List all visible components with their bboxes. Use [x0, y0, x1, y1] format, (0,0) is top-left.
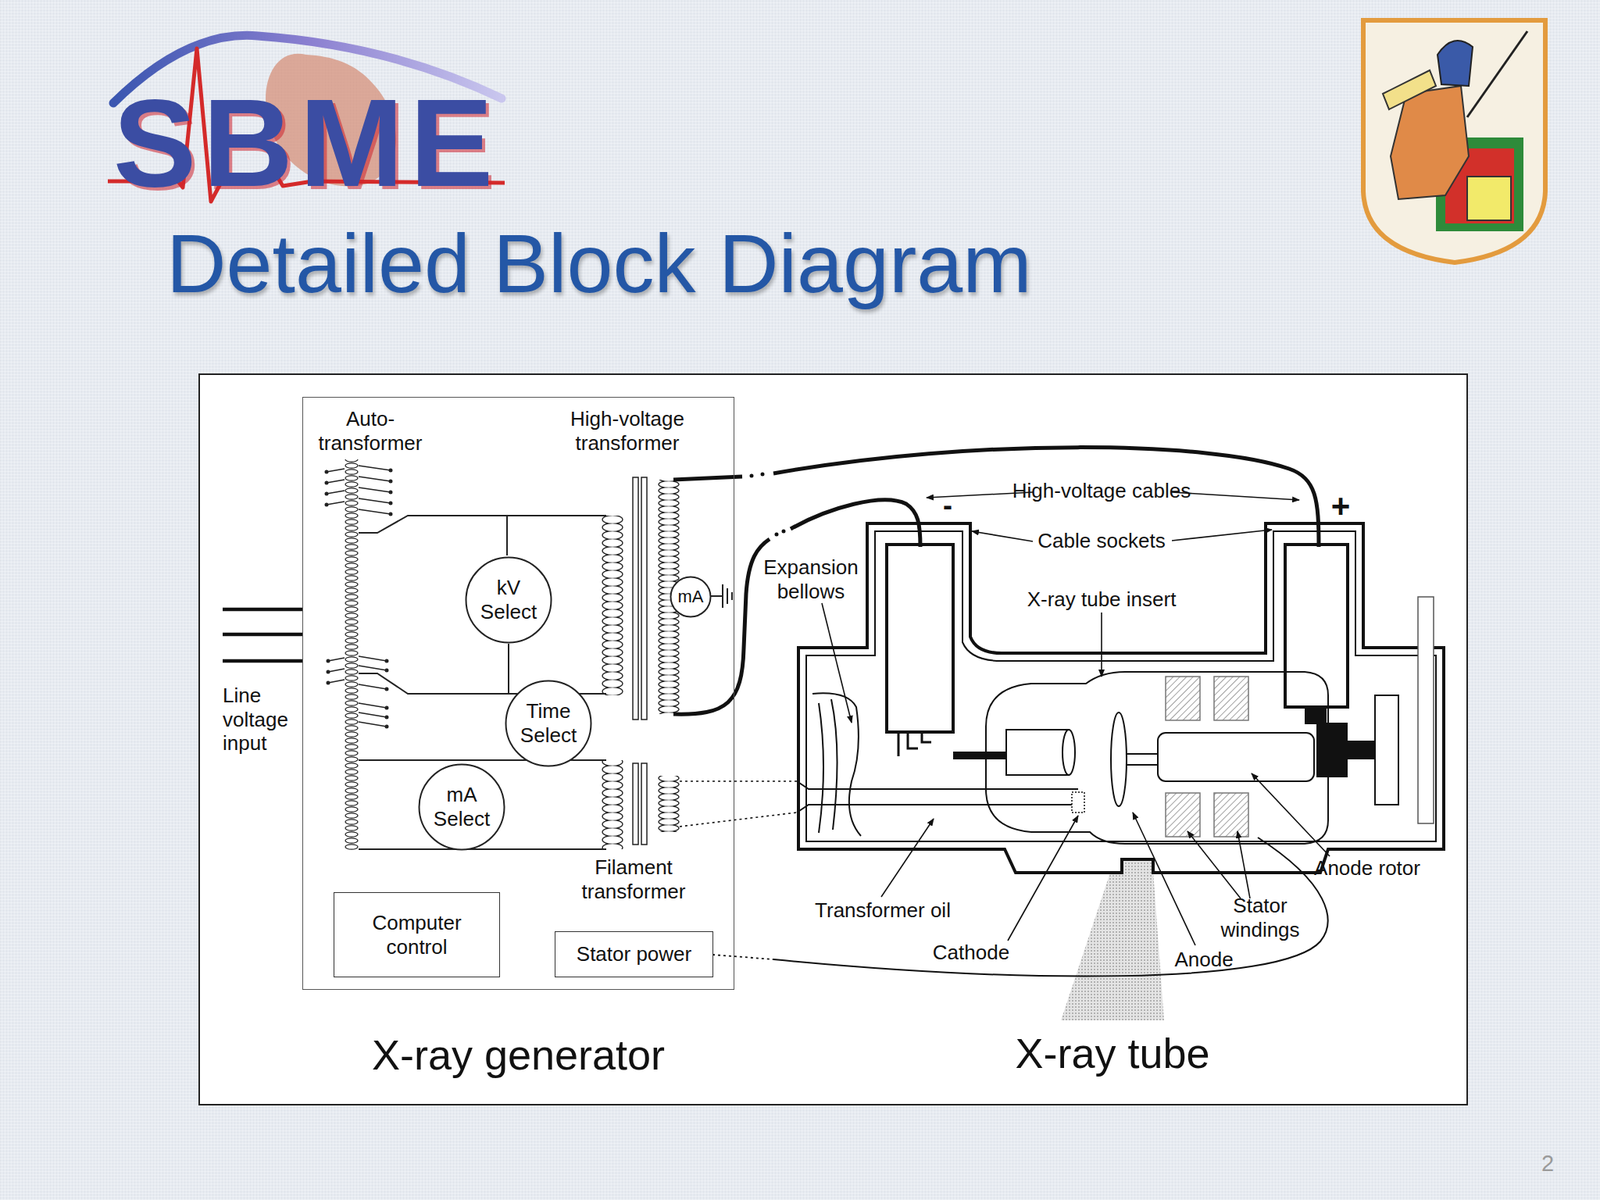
part-label: X-ray tube insert	[1027, 587, 1177, 612]
emblem-yellow	[1467, 176, 1511, 221]
generator-box: X-ray generatorkV SelectTime SelectmA Se…	[302, 396, 735, 990]
filament-leads	[796, 781, 1079, 813]
anode-bearing	[1316, 722, 1348, 778]
part-label: High-voltage transformer	[553, 407, 702, 455]
figure-frame	[199, 374, 1468, 1105]
tube-insert-envelope	[985, 671, 1329, 844]
cathode-pins	[898, 732, 932, 757]
time-select-knob: Time Select	[504, 679, 593, 768]
cable-break-dots	[751, 474, 784, 535]
circle-outline	[671, 577, 711, 618]
anode-rotor	[1157, 732, 1315, 782]
part-label: Cathode	[932, 940, 1010, 965]
stator-winding	[1214, 676, 1249, 721]
housing-inner-wall	[806, 531, 1436, 842]
cathode-body	[1006, 729, 1069, 775]
filament-core	[641, 763, 647, 845]
node-text: kV Select	[475, 575, 542, 624]
slide-title: Detailed Block Diagram	[166, 221, 1033, 305]
node-text: Computer control	[358, 910, 476, 959]
leader-line	[1100, 612, 1103, 677]
leader-line	[821, 603, 852, 723]
part-label: Anode rotor	[1314, 856, 1421, 881]
ground-symbol	[710, 584, 733, 608]
hv-primary-coil	[601, 515, 624, 696]
tap-dots	[326, 470, 391, 727]
anode-shaft	[1347, 740, 1375, 760]
section-caption: X-ray generator	[225, 1030, 812, 1079]
leader-line	[971, 531, 1033, 542]
part-label: Transformer oil	[814, 898, 951, 923]
node-text: mA	[678, 586, 704, 608]
cathode-cup	[1071, 792, 1085, 813]
stator-power-dotted	[712, 954, 774, 960]
leader-line	[881, 818, 934, 897]
page-number: 2	[1541, 1150, 1554, 1177]
line-input-wires	[222, 609, 303, 661]
part-label: High-voltage cables	[1012, 478, 1191, 504]
emblem-staff	[1467, 31, 1528, 118]
computer-control-box: Computer control	[333, 892, 500, 978]
expansion-bellows	[812, 692, 861, 836]
emblem-scroll	[1382, 70, 1436, 110]
anode-connector	[1304, 707, 1327, 725]
leader-line	[1132, 812, 1196, 946]
node-text: Stator power	[576, 942, 692, 967]
stator-power-wire	[773, 837, 1329, 977]
hv-core	[641, 477, 647, 720]
anode-disk	[1110, 712, 1127, 807]
wire-connector	[508, 643, 517, 694]
leader-line	[1251, 773, 1330, 857]
emblem-figure-head	[1437, 40, 1473, 86]
cathode-end	[1062, 729, 1075, 775]
part-label: Cable sockets	[1037, 528, 1165, 554]
circle-outline	[466, 557, 552, 643]
stator-winding	[1165, 792, 1200, 837]
ma-select-knob: mA Select	[417, 763, 506, 851]
leader-line	[1187, 831, 1241, 899]
polarity-sign: -	[942, 489, 953, 522]
ma-meter: mA	[669, 575, 712, 618]
part-label: Stator windings	[1205, 893, 1315, 942]
high-voltage-cable	[673, 447, 1319, 715]
hv-core	[632, 477, 639, 720]
autotransformer-taps	[326, 465, 391, 727]
section-caption: X-ray tube	[1014, 1028, 1210, 1079]
cathode-connector	[953, 751, 1007, 760]
tube-housing	[798, 523, 1444, 873]
kv-select-knob: kV Select	[464, 556, 553, 644]
filament-secondary-coil	[657, 775, 680, 833]
circle-outline	[419, 764, 505, 850]
part-label: Anode	[1174, 947, 1233, 972]
emblem-shield	[1363, 20, 1546, 263]
housing-end-rod	[1417, 596, 1434, 824]
filament-primary-coil	[601, 760, 624, 850]
stator-winding	[1165, 676, 1200, 721]
filament-leads-dotted	[679, 781, 797, 827]
polarity-sign: +	[1331, 486, 1351, 526]
part-label: Auto- transformer	[311, 407, 429, 455]
leader-line	[1171, 529, 1272, 541]
stator-power-box: Stator power	[554, 931, 714, 978]
stator-winding	[1214, 792, 1249, 837]
logo-text: SBME	[113, 80, 500, 206]
anode-insulator	[1285, 544, 1348, 708]
part-label: Filament transformer	[567, 855, 700, 904]
generator-wiring	[358, 515, 607, 850]
housing-end-plug	[1375, 695, 1399, 805]
node-text: mA Select	[428, 782, 495, 831]
node-text: Time Select	[515, 699, 582, 747]
anode-stem	[1126, 753, 1160, 765]
input-label: Line voltage input	[222, 683, 311, 756]
leader-line	[1007, 815, 1079, 941]
circle-outline	[506, 681, 592, 767]
cathode-insulator	[886, 544, 954, 733]
part-label: Expansion bellows	[752, 555, 870, 604]
leader-line	[1171, 492, 1300, 500]
autotransformer-coil	[344, 459, 359, 850]
leader-line	[1237, 831, 1250, 899]
filament-core	[632, 763, 639, 845]
